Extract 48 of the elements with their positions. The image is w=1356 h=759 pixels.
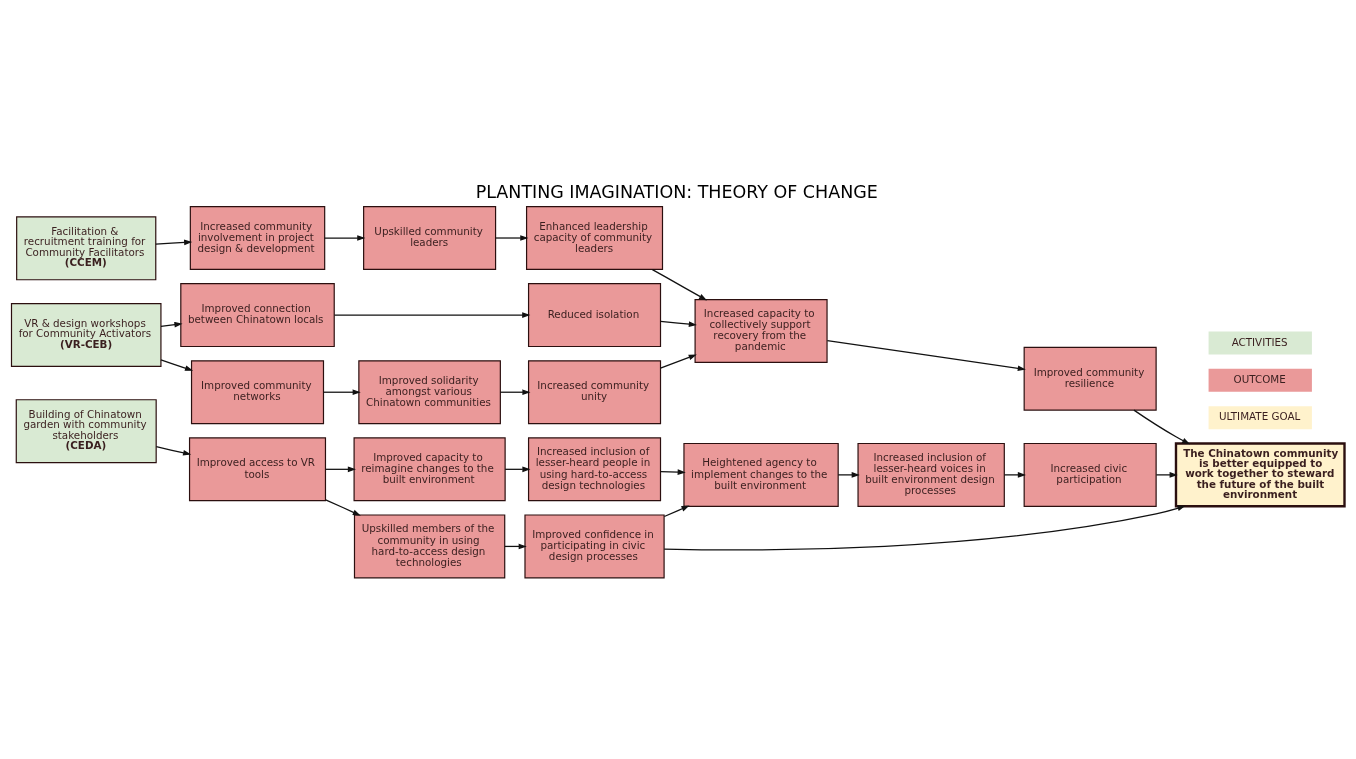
arrow [659,469,686,475]
node-box: VR & design workshops for Community Activators (VR-CEB) [10,303,162,367]
node-box: Enhanced leadership capacity of community leaders [526,206,664,270]
node-box: Upskilled members of the community in using hard-to-access design technologies [353,514,506,579]
node-box: Improved connection between Chinatown locals [180,283,335,348]
arrow [659,354,697,369]
node-box: Increased civic participation [1023,442,1157,507]
node-box: Increased inclusion of lesser-heard voices in built environment design processes [857,442,1005,507]
arrow [663,505,1186,551]
arrow [160,321,183,328]
arrow [155,239,193,246]
arrow [826,339,1026,372]
arrow [837,472,860,478]
legend-label: ULTIMATE GOAL [1218,410,1301,423]
arrow [663,505,690,518]
node-box: Improved access to VR tools [188,437,327,502]
node-box: Facilitation & recruitment training for Community Facilitators (CCEM) [16,216,157,281]
node-box: Improved community networks [190,360,325,425]
arrow [322,389,361,396]
node-box: Increased capacity to collectively support recovery from the pandemic [694,299,828,363]
node-box: Improved solidarity amongst various Chinatown communities [358,360,501,425]
node-box: Improved confidence in participating in civic design processes [524,514,665,579]
node-box: Building of Chinatown garden with community stakeholders (CEDA) [15,399,157,464]
arrow [1155,472,1178,478]
node-box: Improved capacity to reimagine changes to the built environment [353,437,506,502]
node-box: Increased community unity [527,360,662,425]
arrow [659,320,697,327]
arrow [495,235,529,241]
node-box: Heightened agency to implement changes to the built environment [683,442,839,507]
node-box: Improved community resilience [1023,346,1157,411]
arrow [160,359,194,371]
diagram-title: PLANTING IMAGINATION: THEORY OF CHANGE [475,182,878,203]
node-box: The Chinatown community is better equipped to work together to steward the future of the built environment [1174,442,1346,508]
arrow [1133,409,1191,445]
arrow [1003,472,1026,478]
legend-label: OUTCOME [1233,373,1286,385]
arrow [651,268,708,301]
arrow [499,389,531,396]
node-box: Reduced isolation [527,283,662,348]
node-box: Increased inclusion of lesser-heard people in using hard-to-access design technologies [527,437,662,502]
node-box: Increased community involvement in project design & development [189,206,326,270]
arrow [155,446,192,456]
arrow [324,235,366,241]
legend-label: ACTIVITIES [1231,335,1288,348]
arrow [325,499,361,516]
arrow [333,312,531,318]
node-box: Upskilled community leaders [363,206,497,270]
arrow [325,466,356,473]
